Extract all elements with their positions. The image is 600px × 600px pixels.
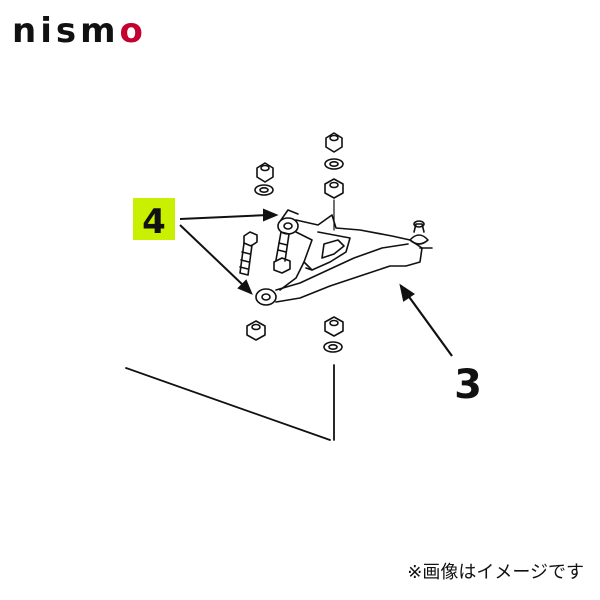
image-disclaimer: ※画像はイメージです — [407, 562, 584, 583]
nismo-logo: nismo — [12, 14, 147, 48]
callout-3: 3 — [399, 283, 482, 408]
reference-lines — [125, 364, 335, 441]
callout-4-label: 4 — [142, 202, 166, 242]
logo-text-accent: o — [119, 11, 147, 51]
upper-nut-stack — [324, 132, 344, 199]
callout-3-label: 3 — [454, 362, 482, 408]
bushing-lower — [255, 288, 277, 306]
bushing-upper — [277, 209, 299, 235]
left-nut-stack — [254, 162, 274, 196]
lower-control-arm — [275, 214, 433, 303]
callout-4-highlight — [133, 198, 175, 240]
lower-nut-stack — [323, 316, 344, 353]
bolt-left — [239, 231, 258, 276]
callout-4: 4 — [133, 198, 279, 295]
lower-left-nut — [246, 320, 266, 341]
bolt-center — [273, 231, 291, 274]
logo-text-main: nism — [12, 11, 120, 51]
